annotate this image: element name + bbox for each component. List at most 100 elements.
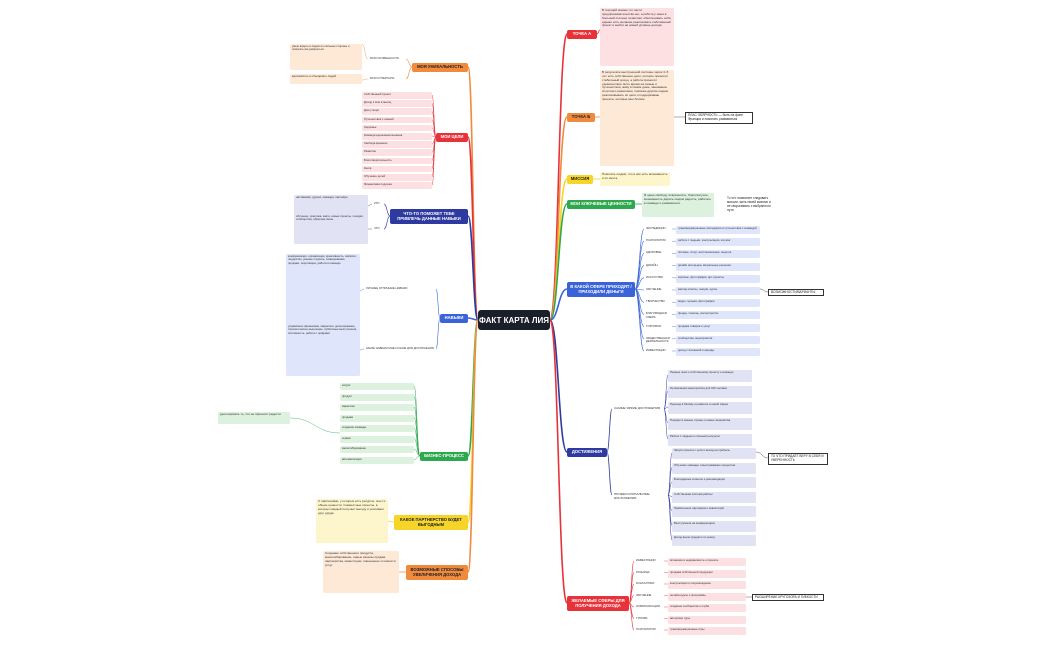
connector-line [759,288,769,293]
dostizheniya-group-1[interactable]: САМЫЕ ЯРКИЕ ДОСТИЖЕНИЯ [614,406,661,410]
dost-g2-item-4: Привлечение партнёров и инвестиций [672,506,756,517]
connector-line [405,58,413,68]
branch-zhelaemye[interactable]: ЖЕЛАЕМЫЕ СФЕРЫ ДЛЯ ПОЛУЧЕНИЯ ДОХОДА [567,596,629,611]
navyki-key-0: ЛИЧНЫЕ ОТЛИЧНЫЕ НАВЫКИ [366,286,408,290]
zhel-key-5: ТУРИЗМ [636,615,648,620]
zhel-key-1: РОЗНИЦА [636,569,650,574]
connector-line [431,94,437,138]
tochka-b-note: ПЛАС ОБЯРНОСТЬ — быть на фоне Франции и … [685,112,753,124]
connector-line [663,408,669,440]
dost-g2-item-6: Доход выше среднего по рынку [672,535,756,546]
zhel-value-0: вложения в недвижимость и проекты [668,558,746,566]
zhel-value-2: консультации и сопровождение [668,581,746,589]
sfery-value-0: трансформационные экспедиции и путешеств… [676,226,760,234]
connector-line [634,253,645,290]
priv-value-1: обучение, практика, книги, новые проекты… [294,214,368,244]
branch-unikalnost[interactable]: МОЯ УНИКАЛЬНОСТЬ [412,63,468,72]
missiya-text: Помогать людям, что в них есть возможнос… [600,172,670,186]
sfery-value-6: видео, музыка, фотография [676,299,760,308]
celi-item-9: Книга [362,165,432,173]
dost-g1-item-1: Организация мероприятия для 100 человек [668,386,752,398]
celi-item-3: Путешествия с семьёй [362,116,432,124]
connector-line [361,78,369,81]
branch-tochka-a[interactable]: ТОЧКА А [567,30,597,39]
connector-line [383,203,391,217]
sfery-value-2: питание, спорт, восстановление, энергия [676,250,760,259]
biznes-item-3: продажи [340,414,414,422]
connector-line [667,481,673,496]
sfery-note: ВОЗМОЖНОСТИ/ВАРИАНТЫ [768,289,824,296]
biznes-item-4: создание команды [340,425,414,432]
connector-line [634,277,645,290]
sfery-value-1: работа с людьми, консультации, коучинг [676,238,760,247]
zhel-value-6: трансформационные игры [668,627,746,635]
sfery-key-5: ОБУЧЕНИЕ [646,287,662,291]
biznes-item-0: запуск [340,383,414,390]
connector-line [435,317,441,350]
celi-item-4: Здоровье [362,124,432,132]
connector-line [606,451,613,496]
branch-tochka-b[interactable]: ТОЧКА Б [567,113,595,122]
unik-value-0: умею видеть в людях их сильные стороны и… [290,44,362,70]
sfery-value-5: мастер-классы, лекции, курсы [676,287,760,295]
sfery-key-10: ИНВЕСТИЦИИ [646,348,666,352]
connector-line [413,455,421,460]
dostizheniya-group-2[interactable]: ПРОФЕССИОНАЛЬНЫЕ ДОСТИЖЕНИЯ [614,492,650,499]
biznes-item-6: масштабирование [340,446,414,453]
zhel-key-6: ПСИХОЛОГИЯ [636,627,656,631]
zhel-value-5: авторские туры [668,615,746,624]
celi-item-6: Свобода времени [362,141,432,148]
biznes-item-2: маркетинг [340,404,414,411]
unik-value-1: вдохновлять и объединять людей [290,74,362,84]
connector-line [467,319,479,573]
central-topic[interactable]: ФАКТ КАРТА ЛИЯ [478,310,550,330]
connector-line [628,602,635,631]
connector-line [359,288,365,292]
branch-navyki[interactable]: НАВЫКИ [440,314,468,323]
zhel-key-3: ОБУЧЕНИЕ [636,592,652,597]
zhel-key-4: КОММУНИКАЦИИ [636,604,660,608]
sfery-key-6: ТВОРЧЕСТВО [646,299,665,304]
connector-line [549,203,568,321]
connector-line [663,390,669,410]
branch-sposoby[interactable]: ВОЗМОЖНЫЕ СПОСОБЫ УВЕЛИЧЕНИЯ ДОХОДА [406,565,468,580]
connector-line [467,317,479,321]
biznes-item-5: сервис [340,435,414,443]
connector-line [413,385,421,457]
priv-key-0: КТО [374,201,380,205]
connector-line [755,451,769,459]
dost-g2-item-1: Обучение команды и выстраивание процессо… [672,462,756,474]
navyki-value-0: коммуникация, организация, креативность,… [286,254,360,328]
connector-line [413,438,421,457]
connector-line [405,66,413,80]
branch-cennosti[interactable]: МОИ КЛЮЧЕВЫЕ ЦЕННОСТИ [567,200,635,209]
celi-item-5: Команда единомышленников [362,133,432,140]
branch-partnerstvo[interactable]: КАКОЕ ПАРТНЕРСТВО БУДЕТ ВЫГОДНЫМ [394,515,468,530]
zhelaemye-note: РАСШИРЕНИЕ КРУГОЗОРА И ГИБКОСТИ [752,594,824,601]
sfery-key-3: ДИЗАЙН [646,262,658,267]
unik-key-0: МОЯ ОСОБЕННОСТЬ [370,56,399,60]
biznes-note: делегировать то, что не приносит радости [218,412,290,424]
sfery-key-7: БЛАГОВОДНАЯ СФЕРА [646,311,667,319]
connector-line [359,348,365,351]
dost-g2-item-0: Запуск проекта с нуля и выход на прибыль [672,448,756,459]
branch-sfery[interactable]: В КАКОЙ СФЕРЕ ПРИХОДЯТ / ПРИХОДИЛИ ДЕНЬГ… [567,282,635,297]
connector-line [387,520,395,523]
branch-privlech[interactable]: ЧТО-ТО ПОМОЖЕТ ТЕБЕ ПРИВЛЕЧЬ ДАННЫЕ НАВЫ… [390,209,468,224]
sfery-value-7: фонды, помощь, волонтёрство [676,311,760,320]
sfery-value-8: продажа товаров и услуг [676,323,760,332]
celi-item-10: Обучение детей [362,174,432,181]
sfery-key-8: ТОРГОВЛЯ [646,323,661,328]
connector-line [431,136,437,186]
branch-dostizheniya[interactable]: ДОСТИЖЕНИЯ [567,448,607,457]
sfery-key-9: ОБЩЕСТВЕННАЯ ДЕЯТЕЛЬНОСТЬ [646,335,670,343]
dost-g1-item-2: Переезд в Москву и развитие в новой сфер… [668,402,752,414]
branch-celi[interactable]: МОИ ЦЕЛИ [436,133,468,142]
connector-line [634,265,645,290]
connector-line [667,467,673,496]
branch-biznes[interactable]: БИЗНЕС-ПРОЦЕСС [420,452,468,461]
tochka-a-text: В текущий момент по части предпринимател… [600,8,674,66]
connector-line [549,288,568,321]
branch-missiya[interactable]: МИССИЯ [567,175,593,184]
connector-line [413,448,421,457]
